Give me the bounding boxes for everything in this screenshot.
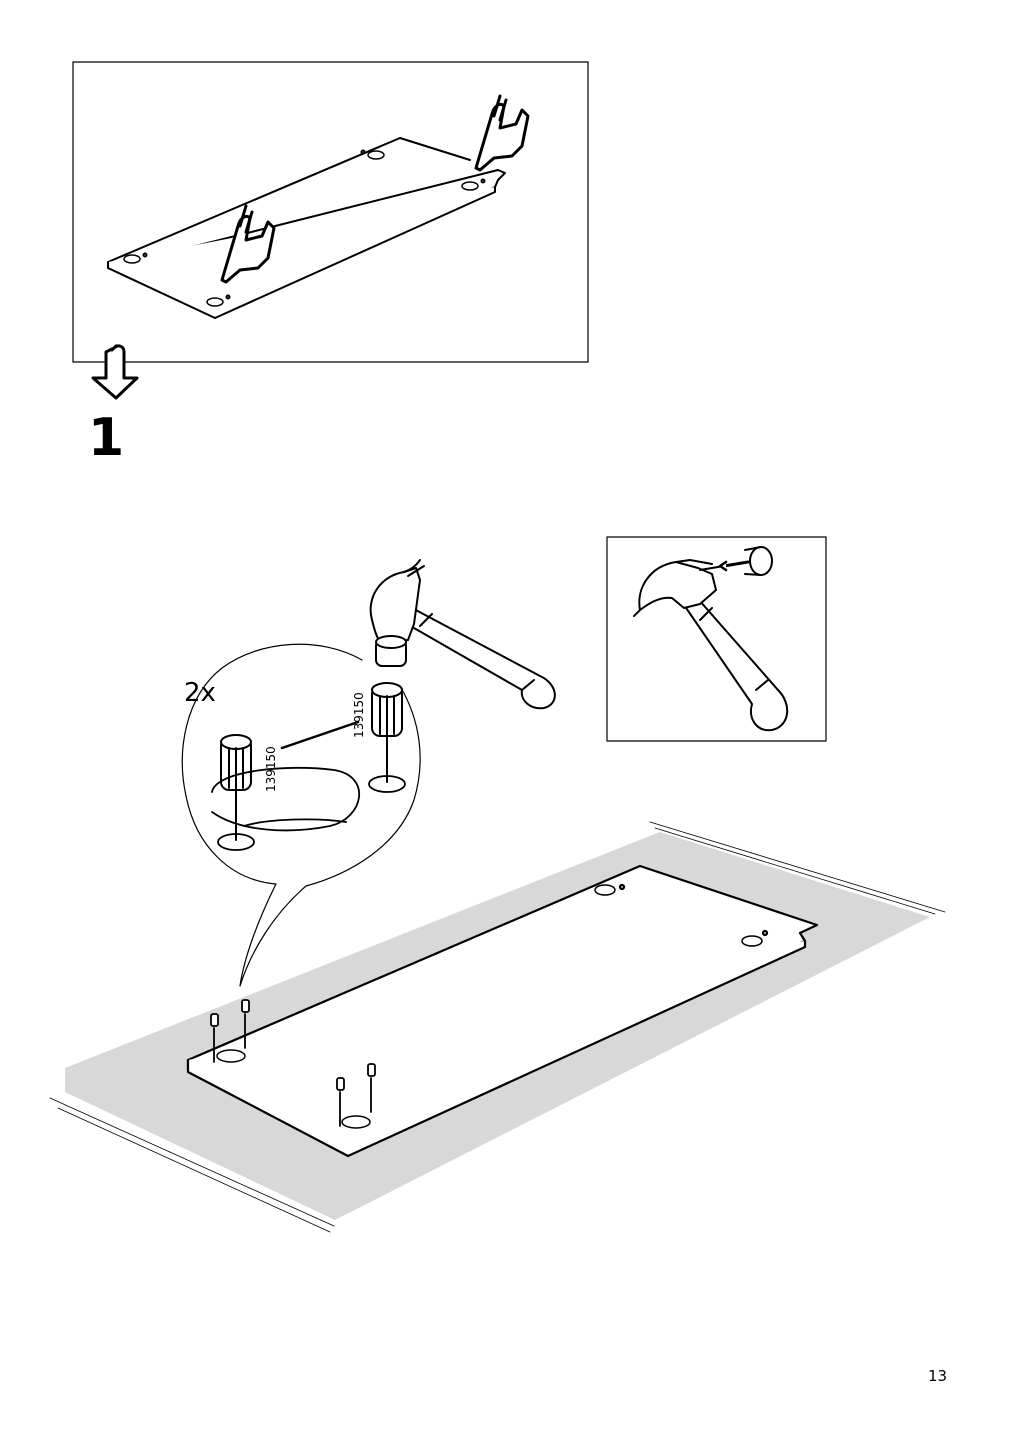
- callout-holes: [211, 720, 406, 851]
- hammer-icon: [633, 559, 788, 732]
- flip-arrow-icon: [91, 344, 139, 400]
- panel-main: [186, 864, 819, 1158]
- hand-pointing-icon: [220, 204, 276, 284]
- panel-top-view: [107, 137, 506, 319]
- hammer-detail-frame: [606, 536, 827, 742]
- inspect-panel-frame: [72, 61, 589, 363]
- dowel-icon: [718, 546, 773, 576]
- page-number: 13: [928, 1367, 948, 1385]
- hammer-icon: [369, 559, 556, 710]
- quantity-label: 2x: [184, 678, 216, 708]
- step-number: 1: [88, 408, 125, 468]
- dowel-icon: [210, 999, 376, 1127]
- dowel-icon: [371, 682, 403, 783]
- hand-pointing-icon: [474, 94, 530, 172]
- part-number-label: 139150: [264, 746, 278, 792]
- detail-callout-bubble: [181, 643, 421, 987]
- part-number-label: 139150: [352, 692, 366, 738]
